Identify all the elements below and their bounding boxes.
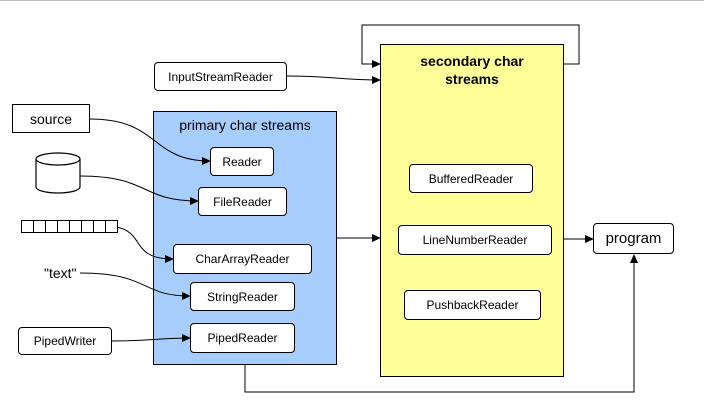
arrow-primary-bypass-to-program xyxy=(244,254,638,393)
reader-node: Reader xyxy=(210,147,274,176)
arrow-text-to-stringreader xyxy=(79,272,191,300)
text-literal-node: "text" xyxy=(44,265,77,281)
char-array-icon xyxy=(21,220,118,233)
linenumberreader-node: LineNumberReader xyxy=(398,225,552,255)
database-cylinder-icon xyxy=(35,152,81,194)
primary-char-streams-group: primary char streams xyxy=(153,111,337,365)
program-node: program xyxy=(593,223,674,254)
bufferedreader-node: BufferedReader xyxy=(409,164,533,193)
arrow-database-to-filereader xyxy=(79,175,199,205)
secondary-char-streams-group: secondary char streams xyxy=(380,44,564,377)
pipedwriter-node: PipedWriter xyxy=(18,327,112,355)
arrow-pipedwriter-to-pipedreader xyxy=(111,334,191,343)
pipedreader-node: PipedReader xyxy=(190,323,295,353)
primary-group-title: primary char streams xyxy=(179,117,311,133)
top-divider xyxy=(0,0,704,1)
stringreader-node: StringReader xyxy=(190,282,295,311)
arrow-inputstreamreader-to-secondary xyxy=(286,75,381,84)
inputstreamreader-node: InputStreamReader xyxy=(154,62,287,91)
arrow-source-to-reader xyxy=(89,118,211,165)
source-node: source xyxy=(12,104,90,133)
array-cell xyxy=(105,220,118,233)
secondary-group-title: secondary char streams xyxy=(420,53,524,87)
filereader-node: FileReader xyxy=(198,187,287,216)
arrow-secondary-loopback xyxy=(361,24,580,68)
pushbackreader-node: PushbackReader xyxy=(404,290,541,320)
chararrayreader-node: CharArrayReader xyxy=(173,244,312,274)
